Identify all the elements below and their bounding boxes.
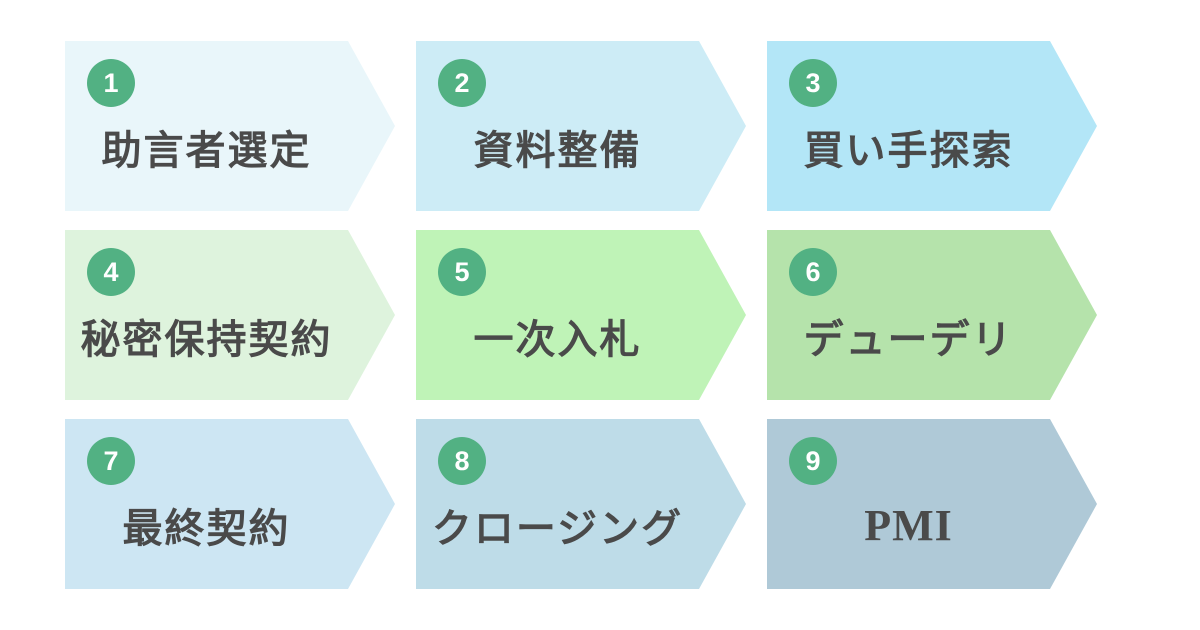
step-1-number: 1 — [103, 67, 119, 98]
step-4-number: 4 — [103, 256, 119, 287]
step-7-number-badge: 7 — [87, 437, 135, 485]
step-1-number-badge: 1 — [87, 59, 135, 107]
step-7-number: 7 — [103, 445, 119, 476]
step-4-arrow: 4 秘密保持契約 — [65, 230, 395, 400]
step-9-arrow: 9 PMI — [767, 419, 1097, 589]
step-5-number: 5 — [454, 256, 470, 287]
step-9-number: 9 — [805, 445, 821, 476]
process-flow-grid: 1 助言者選定 2 資料整備 3 買い手探索 4 秘密保持契約 5 一次入札 6… — [65, 41, 1097, 589]
step-6-number-badge: 6 — [789, 248, 837, 296]
step-3-label: 買い手探索 — [803, 129, 1014, 173]
step-7-arrow: 7 最終契約 — [65, 419, 395, 589]
step-6-arrow: 6 デューデリ — [767, 230, 1097, 400]
step-8-label: クロージング — [431, 507, 684, 551]
step-3-number: 3 — [805, 67, 821, 98]
step-1-arrow: 1 助言者選定 — [65, 41, 395, 211]
step-8-number-badge: 8 — [438, 437, 486, 485]
step-3-arrow: 3 買い手探索 — [767, 41, 1097, 211]
step-5-number-badge: 5 — [438, 248, 486, 296]
step-1-label: 助言者選定 — [101, 129, 312, 173]
step-5-arrow: 5 一次入札 — [416, 230, 746, 400]
step-8-number: 8 — [454, 445, 470, 476]
step-2-label: 資料整備 — [473, 129, 642, 173]
step-4-label: 秘密保持契約 — [80, 318, 333, 362]
step-9-label: PMI — [864, 500, 953, 550]
step-2-number: 2 — [454, 67, 470, 98]
step-7-label: 最終契約 — [122, 507, 291, 551]
step-6-number: 6 — [805, 256, 821, 287]
step-4-number-badge: 4 — [87, 248, 135, 296]
step-2-number-badge: 2 — [438, 59, 486, 107]
step-3-number-badge: 3 — [789, 59, 837, 107]
step-8-arrow: 8 クロージング — [416, 419, 746, 589]
step-5-label: 一次入札 — [473, 318, 642, 362]
step-2-arrow: 2 資料整備 — [416, 41, 746, 211]
step-9-number-badge: 9 — [789, 437, 837, 485]
step-6-label: デューデリ — [803, 318, 1014, 362]
